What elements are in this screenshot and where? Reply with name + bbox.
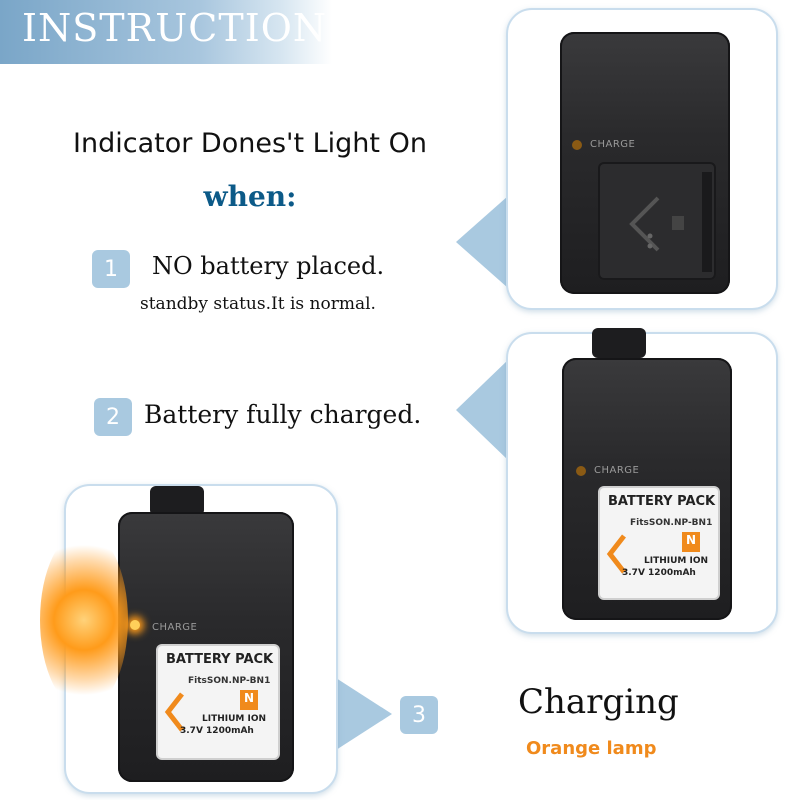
charge-label: CHARGE	[152, 622, 198, 633]
panel-2-pointer	[456, 358, 510, 462]
charger-charging: CHARGE BATTERY PACK FitsSON.NP-BN1 N LIT…	[118, 512, 294, 782]
step-2-number: 2	[94, 398, 132, 436]
battery-pack: BATTERY PACK FitsSON.NP-BN1 N LITHIUM IO…	[158, 646, 278, 758]
battery-title: BATTERY PACK	[608, 494, 716, 509]
battery-spec: 3.7V 1200mAh	[180, 726, 254, 736]
bay-contacts-icon	[629, 172, 712, 272]
charge-label: CHARGE	[594, 465, 640, 476]
heading-line1: Indicator Dones't Light On	[73, 128, 427, 159]
chevron-logo-icon	[606, 534, 626, 574]
battery-spec: 3.7V 1200mAh	[622, 568, 696, 578]
orange-glow	[40, 530, 128, 710]
panel-3-pointer	[336, 678, 392, 750]
charge-led-on	[130, 620, 140, 630]
battery-model: FitsSON.NP-BN1	[630, 518, 713, 528]
banner-title: INSTRUCTIONS	[22, 6, 355, 50]
step-3-number: 3	[400, 696, 438, 734]
step-3-note: Orange lamp	[526, 738, 657, 759]
step-1-note: standby status.It is normal.	[140, 294, 376, 314]
charge-led-off	[576, 466, 586, 476]
chevron-logo-icon	[164, 692, 184, 732]
step-3-label: Charging	[518, 682, 679, 722]
heading-when: when:	[203, 180, 297, 213]
step-1-number: 1	[92, 250, 130, 288]
battery-chemistry: LITHIUM ION	[202, 714, 267, 724]
step-1-label: NO battery placed.	[152, 252, 385, 280]
panel-charging: CHARGE BATTERY PACK FitsSON.NP-BN1 N LIT…	[40, 484, 338, 794]
battery-bay	[598, 162, 716, 280]
usb-cable	[150, 486, 204, 516]
battery-pack: BATTERY PACK FitsSON.NP-BN1 N LITHIUM IO…	[600, 488, 718, 598]
instructions-banner: INSTRUCTIONS	[0, 0, 353, 64]
charger-charged: CHARGE BATTERY PACK FitsSON.NP-BN1 N LIT…	[562, 358, 732, 620]
charge-label: CHARGE	[590, 139, 636, 150]
battery-type-badge: N	[682, 532, 700, 552]
step-2-label: Battery fully charged.	[144, 400, 422, 429]
battery-type-badge: N	[240, 690, 258, 710]
panel-1-pointer	[456, 196, 508, 288]
charger-empty: CHARGE	[560, 32, 730, 294]
panel-fully-charged: CHARGE BATTERY PACK FitsSON.NP-BN1 N LIT…	[506, 328, 778, 634]
battery-title: BATTERY PACK	[166, 652, 274, 667]
charge-led	[572, 140, 582, 150]
usb-cable	[592, 328, 646, 358]
battery-chemistry: LITHIUM ION	[644, 556, 709, 566]
panel-no-battery: CHARGE	[506, 8, 778, 310]
battery-model: FitsSON.NP-BN1	[188, 676, 271, 686]
